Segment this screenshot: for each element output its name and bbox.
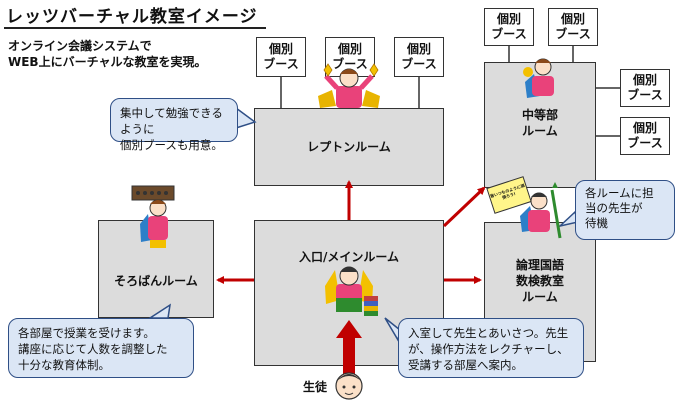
- room-soroban-label: そろばんルーム: [114, 274, 198, 288]
- teacher-chuto-illustration: [523, 58, 554, 98]
- teacher-soroban-illustration: [131, 185, 175, 248]
- callout-soroban-tail: [147, 303, 171, 319]
- student-entry-arrow: [336, 320, 362, 382]
- student-label: 生徒: [303, 380, 328, 394]
- callout-soroban: 各部屋で授業を受けます。 講座に応じて人数を調整した 十分な教育体制。: [8, 318, 194, 378]
- teacher-main-illustration: [325, 266, 378, 316]
- student-face-illustration: [335, 372, 363, 400]
- booth-chuto-right-1[interactable]: 個別 ブース: [620, 69, 670, 107]
- subtitle: オンライン会議システムで WEB上にバーチャルな教室を実現。: [8, 39, 207, 69]
- page-title: レッツバーチャル教室イメージ: [6, 7, 258, 27]
- booth-lepton-2[interactable]: 個別 ブース: [325, 37, 375, 77]
- callout-main: 入室して先生とあいさつ。先生 が、操作方法をレクチャーし、 受講する部屋へ案内。: [398, 318, 584, 378]
- teacher-lepton-illustration: [318, 63, 380, 108]
- room-lepton[interactable]: レプトンルーム: [254, 108, 444, 186]
- room-chuto-label: 中等部 ルーム: [521, 108, 558, 138]
- booth-lepton-1[interactable]: 個別 ブース: [256, 37, 306, 77]
- flow-arrows: [216, 180, 486, 284]
- booth-chuto-right-2[interactable]: 個別 ブース: [620, 117, 670, 155]
- room-ronri-label: 論理国語 数検教室 ルーム: [515, 258, 564, 304]
- booth-connectors-chuto: [508, 46, 620, 137]
- room-lepton-label: レプトンルーム: [307, 140, 391, 154]
- room-main-label: 入口/メインルーム: [298, 250, 400, 264]
- booth-chuto-top-1[interactable]: 個別 ブース: [484, 8, 534, 46]
- booth-chuto-top-2[interactable]: 個別 ブース: [548, 8, 598, 46]
- callout-lepton-tail: [235, 106, 257, 130]
- title-underline: [4, 27, 266, 29]
- booth-lepton-3[interactable]: 個別 ブース: [394, 37, 444, 77]
- callout-lepton: 集中して勉強できるように 個別ブースも用意。: [110, 98, 238, 152]
- callout-teacher: 各ルームに担 当の先生が 待機: [575, 180, 675, 240]
- teacher-ronri-illustration: [486, 176, 562, 239]
